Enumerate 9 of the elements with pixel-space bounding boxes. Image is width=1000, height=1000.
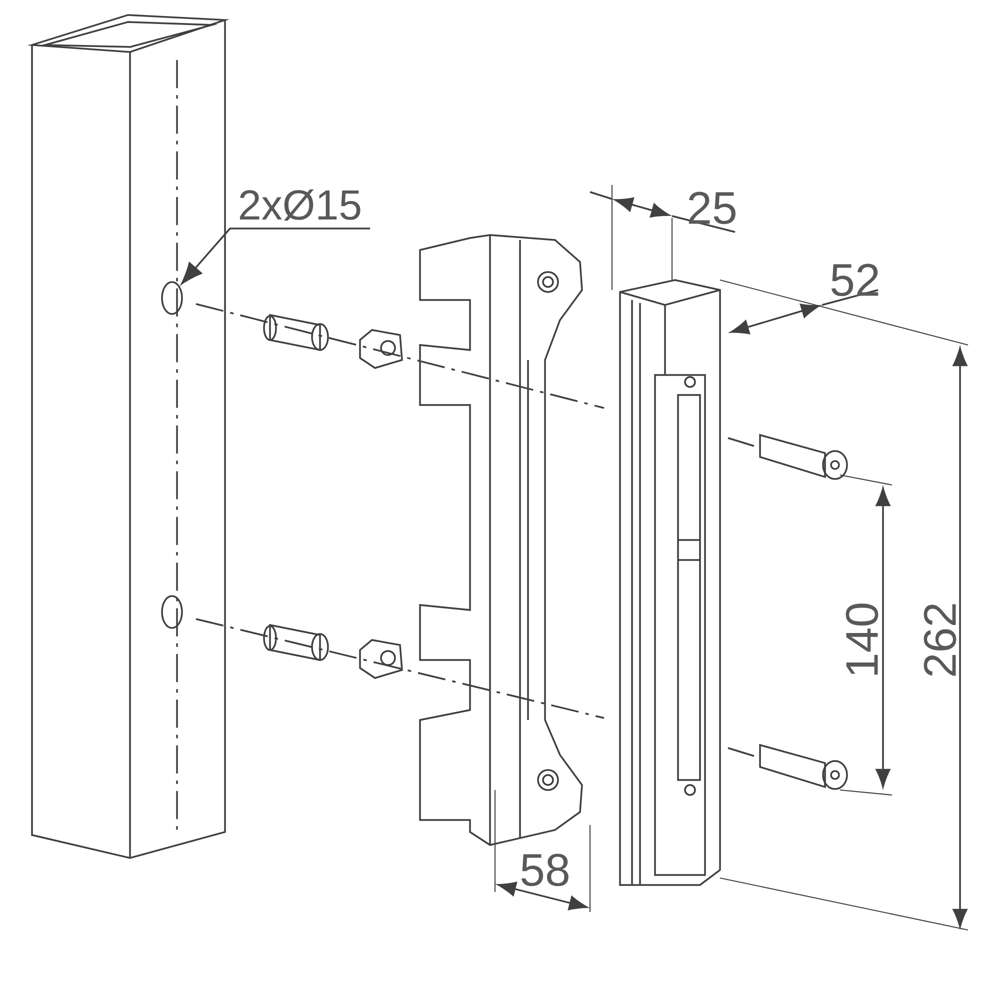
dimension-label: 58 bbox=[521, 854, 568, 886]
hole bbox=[161, 595, 183, 629]
dimension-label: 52 bbox=[831, 264, 878, 296]
dimension-label: 25 bbox=[688, 192, 736, 224]
hole bbox=[161, 281, 183, 315]
dimension-label: 2xØ15 bbox=[240, 189, 360, 221]
dimension-label: 140 bbox=[846, 604, 878, 675]
dimension-label: 262 bbox=[924, 604, 956, 676]
leader-line bbox=[181, 228, 370, 284]
